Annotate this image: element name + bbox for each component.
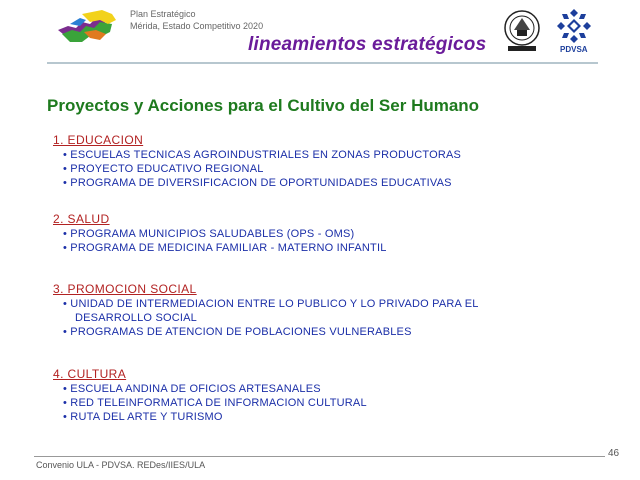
- list-item: • PROGRAMA MUNICIPIOS SALUDABLES (OPS - …: [63, 228, 355, 240]
- list-item: • RED TELEINFORMATICA DE INFORMACION CUL…: [63, 397, 367, 409]
- list-item: • ESCUELA ANDINA DE OFICIOS ARTESANALES: [63, 383, 321, 395]
- pdvsa-logo-text: PDVSA: [560, 45, 588, 54]
- pdvsa-logo: [557, 9, 591, 43]
- list-item: • PROGRAMA DE DIVERSIFICACION DE OPORTUN…: [63, 177, 452, 189]
- page-heading: Proyectos y Acciones para el Cultivo del…: [47, 96, 480, 115]
- slide-title: lineamientos estratégicos: [248, 34, 487, 55]
- list-item: DESARROLLO SOCIAL: [75, 312, 197, 324]
- section-title-promocion-social: 3. PROMOCION SOCIAL: [53, 282, 197, 296]
- list-item: • UNIDAD DE INTERMEDIACION ENTRE LO PUBL…: [63, 298, 479, 310]
- list-item: • ESCUELAS TECNICAS AGROINDUSTRIALES EN …: [63, 149, 462, 161]
- merida-map-logo: [58, 10, 116, 42]
- list-item: • PROGRAMAS DE ATENCION DE POBLACIONES V…: [63, 326, 412, 338]
- header-line-1: Plan Estratégico: [130, 9, 196, 19]
- section-title-cultura: 4. CULTURA: [53, 367, 127, 381]
- list-item: • PROYECTO EDUCATIVO REGIONAL: [63, 163, 264, 175]
- list-item: • PROGRAMA DE MEDICINA FAMILIAR - MATERN…: [63, 242, 387, 254]
- page-number: 46: [608, 448, 620, 459]
- list-item: • RUTA DEL ARTE Y TURISMO: [63, 411, 223, 423]
- seal-logo: [504, 10, 540, 51]
- header-line-2: Mérida, Estado Competitivo 2020: [130, 21, 264, 31]
- footer-text: Convenio ULA - PDVSA. REDes/IIES/ULA: [36, 460, 206, 470]
- section-title-salud: 2. SALUD: [53, 212, 110, 226]
- header-divider: [47, 62, 598, 64]
- section-title-educacion: 1. EDUCACION: [53, 133, 144, 147]
- footer-divider: [34, 456, 605, 457]
